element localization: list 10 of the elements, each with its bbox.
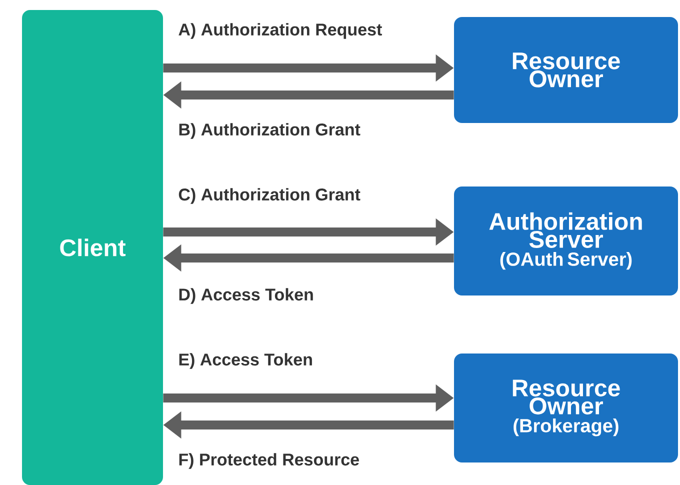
role-box: Resource Owner (Brokerage) xyxy=(454,354,678,462)
edge-label: D) Access Token xyxy=(179,288,313,304)
edge-label: C) Authorization Grant xyxy=(178,188,360,204)
role-box: Resource Owner xyxy=(454,17,678,123)
edge-label: F) Protected Resource xyxy=(179,453,359,469)
role-box: Authorization Server (OAuth Server) xyxy=(454,186,678,296)
edge-label: E) Access Token xyxy=(179,353,312,369)
edge-label: A) Authorization Request xyxy=(178,23,382,39)
edge-label: B) Authorization Grant xyxy=(179,123,360,139)
client-box: Client xyxy=(22,10,163,485)
